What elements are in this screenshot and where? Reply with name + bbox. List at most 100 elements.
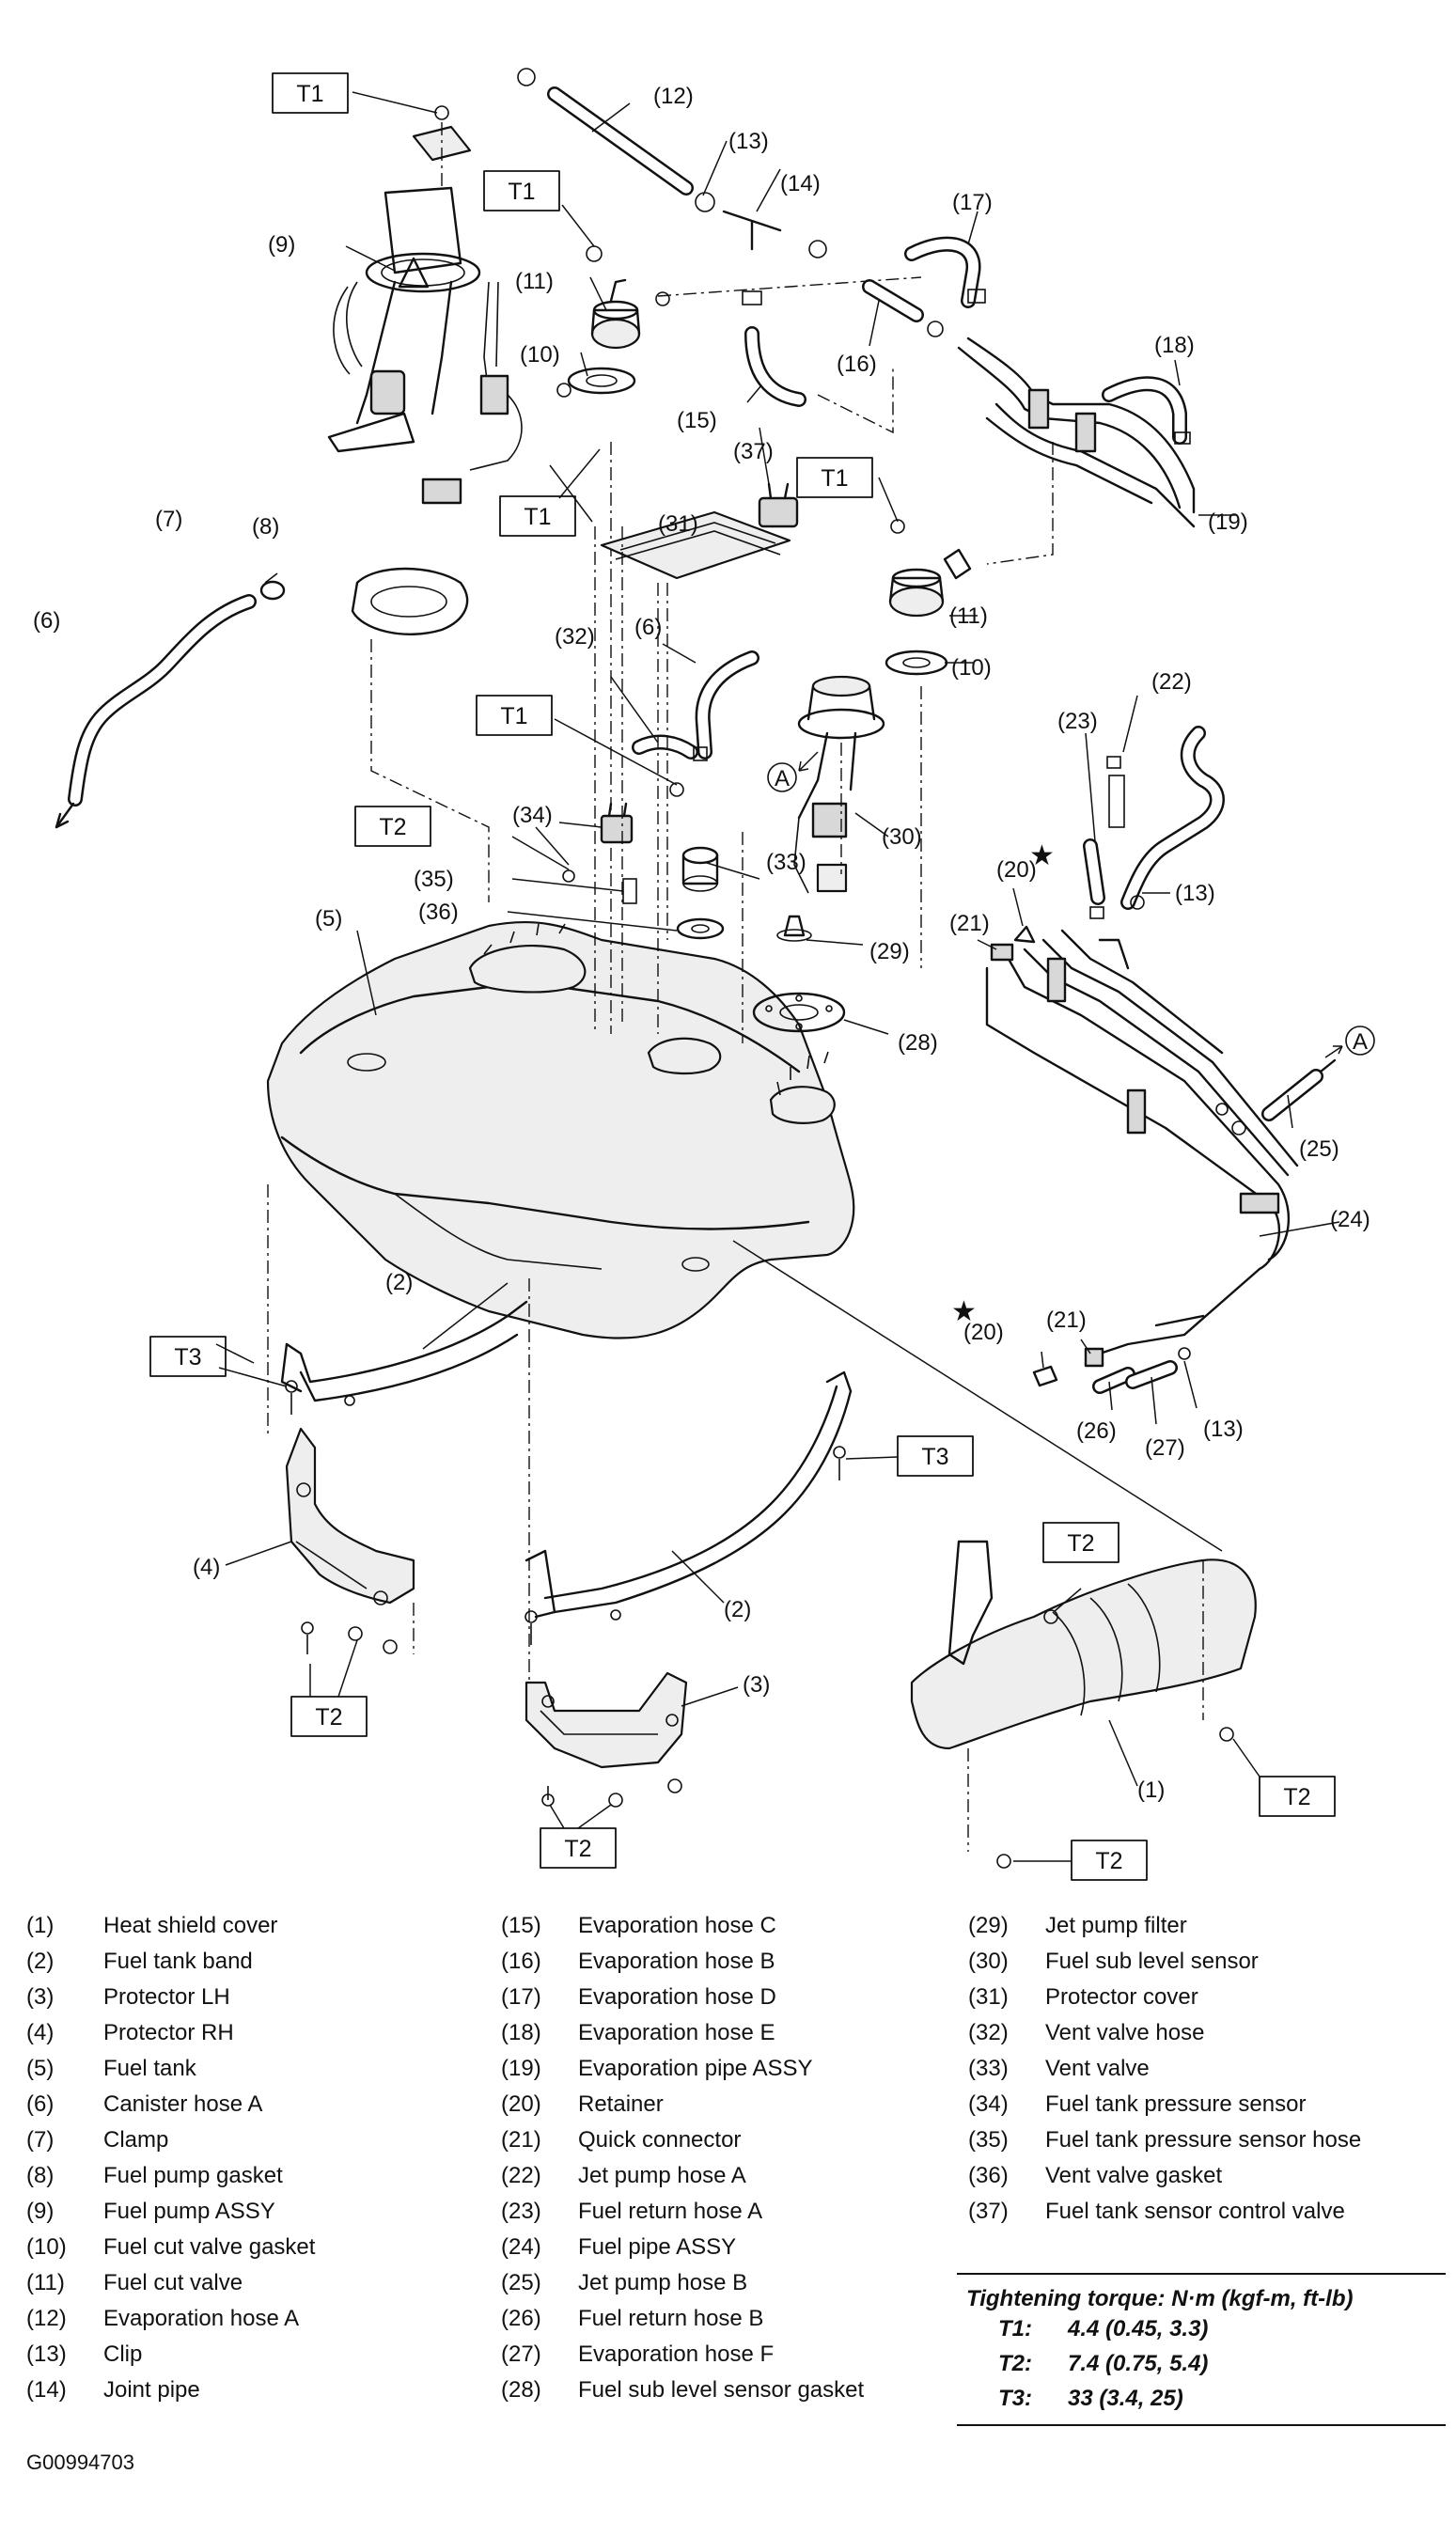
canister-hose-a-left [55, 594, 257, 829]
legend-item-name: Protector LH [103, 1984, 230, 2010]
evaporation-hose-f [1125, 1360, 1178, 1389]
svg-text:(9): (9) [268, 232, 295, 258]
evaporation-hose-d [904, 236, 986, 308]
legend-item: (8)Fuel pump gasket [26, 2163, 496, 2199]
legend-item: (16)Evaporation hose B [501, 1949, 952, 1984]
legend-item-name: Joint pipe [103, 2377, 200, 2403]
fuel-tank-band-upper [280, 1300, 528, 1406]
svg-text:(4): (4) [193, 1555, 220, 1580]
legend-item: (36)Vent valve gasket [968, 2163, 1438, 2199]
svg-text:(5): (5) [315, 906, 342, 932]
svg-text:T1: T1 [524, 504, 551, 530]
parts-legend: (1)Heat shield cover(2)Fuel tank band(3)… [26, 1913, 1446, 2426]
svg-text:(13): (13) [1175, 881, 1215, 906]
legend-item: (25) Jet pump hose B [501, 2270, 952, 2306]
svg-text:(30): (30) [882, 824, 922, 850]
legend-item: (22)Jet pump hose A [501, 2163, 952, 2199]
svg-text:T2: T2 [1283, 1784, 1310, 1810]
legend-item-number: (34) [968, 2091, 1009, 2117]
legend-item-number: (6) [26, 2091, 55, 2117]
svg-text:(12): (12) [653, 84, 694, 109]
legend-item-number: (23) [501, 2199, 541, 2224]
legend-item-name: Fuel return hose B [578, 2306, 764, 2331]
svg-text:(3): (3) [743, 1672, 770, 1698]
legend-item-number: (29) [968, 1913, 1009, 1938]
svg-text:(29): (29) [869, 939, 910, 964]
fuel-return-hose-a [1083, 838, 1105, 919]
reference-marker-a2: A [1324, 1026, 1375, 1058]
joint-pipe [722, 210, 827, 258]
svg-text:(6): (6) [634, 615, 662, 640]
svg-text:(26): (26) [1076, 1418, 1117, 1444]
legend-item: (1)Heat shield cover [26, 1913, 496, 1949]
svg-text:(7): (7) [155, 507, 182, 532]
svg-text:(11): (11) [515, 269, 554, 294]
legend-item: (20)Retainer [501, 2091, 952, 2127]
retainer-lower [1032, 1365, 1058, 1387]
legend-item-number: (13) [26, 2341, 67, 2367]
svg-text:T2: T2 [564, 1836, 591, 1862]
tightening-torque-table: Tightening torque: N·m (kgf-m, ft-lb) T1… [957, 2273, 1446, 2426]
svg-text:(34): (34) [512, 803, 553, 828]
legend-item: (15)Evaporation hose C [501, 1913, 952, 1949]
svg-text:(25): (25) [1299, 1136, 1339, 1162]
torque-key: T3: [998, 2386, 1032, 2411]
svg-text:(2): (2) [385, 1270, 413, 1295]
legend-item: (14)Joint pipe [26, 2377, 496, 2413]
legend-item: (30)Fuel sub level sensor [968, 1949, 1438, 1984]
svg-text:(28): (28) [898, 1030, 938, 1056]
svg-text:(31): (31) [658, 511, 698, 537]
legend-item-name: Protector RH [103, 2020, 234, 2045]
legend-item-number: (28) [501, 2377, 541, 2403]
svg-text:(10): (10) [520, 342, 560, 368]
svg-text:(8): (8) [252, 514, 279, 540]
svg-text:(14): (14) [780, 171, 821, 196]
legend-item-name: Jet pump hose B [578, 2270, 748, 2295]
legend-item: (34)Fuel tank pressure sensor [968, 2091, 1438, 2127]
legend-item-name: Protector cover [1045, 1984, 1198, 2010]
svg-text:(15): (15) [677, 408, 717, 433]
torque-rows: T1:4.4 (0.45, 3.3)T2:7.4 (0.75, 5.4)T3:3… [957, 2316, 1446, 2420]
torque-value: 33 (3.4, 25) [1068, 2386, 1183, 2411]
fuel-pump-assy [327, 186, 523, 505]
fuel-tank [266, 920, 855, 1339]
legend-item: (12)Evaporation hose A [26, 2306, 496, 2341]
vent-valve-gasket [676, 917, 725, 940]
svg-text:T2: T2 [1095, 1848, 1122, 1874]
fuel-return-hose-b [1092, 1367, 1135, 1394]
svg-text:(24): (24) [1330, 1207, 1370, 1232]
fuel-cut-valve-gasket-lower [885, 650, 948, 676]
evap-clamp [943, 548, 972, 580]
torque-row: T1:4.4 (0.45, 3.3) [957, 2316, 1446, 2351]
svg-text:(33): (33) [766, 850, 806, 875]
fuel-tank-band-lower [524, 1370, 853, 1621]
legend-item: (33)Vent valve [968, 2056, 1438, 2091]
svg-text:(21): (21) [949, 911, 990, 936]
heat-shield-cover [910, 1540, 1257, 1869]
svg-text:T3: T3 [921, 1444, 948, 1470]
canister-hose-a-lower [695, 650, 759, 760]
svg-text:(1): (1) [1137, 1777, 1165, 1803]
pump-bracket [412, 105, 472, 188]
legend-item: (35)Fuel tank pressure sensor hose [968, 2127, 1438, 2163]
legend-item: (18)Evaporation hose E [501, 2020, 952, 2056]
svg-text:(37): (37) [733, 439, 774, 464]
legend-item-number: (25) [501, 2270, 541, 2295]
svg-text:T3: T3 [174, 1344, 201, 1370]
legend-item-name: Evaporation hose B [578, 1949, 775, 1974]
legend-item-name: Retainer [578, 2091, 664, 2117]
legend-item-number: (18) [501, 2020, 541, 2045]
vent-valve [681, 846, 719, 892]
legend-item: (17)Evaporation hose D [501, 1984, 952, 2020]
torque-top-rule [957, 2273, 1446, 2275]
legend-item-number: (24) [501, 2234, 541, 2260]
legend-item-name: Fuel tank pressure sensor hose [1045, 2127, 1362, 2153]
svg-text:(20): (20) [963, 1320, 1004, 1345]
part-callouts: (1) (2) (2) (3) (4) (5) (6) (6) (7) (8) … [33, 84, 1370, 1803]
svg-text:T2: T2 [315, 1704, 342, 1730]
svg-text:(23): (23) [1057, 709, 1098, 734]
leader-lines [215, 91, 1340, 1862]
exploded-parts-diagram: ★ ★ A A T1 T1 T1 T1 T1 T2 T3 T3 T2 T2 T2 [33, 68, 1375, 1881]
legend-item: (23)Fuel return hose A [501, 2199, 952, 2234]
bolts [285, 1380, 846, 1808]
